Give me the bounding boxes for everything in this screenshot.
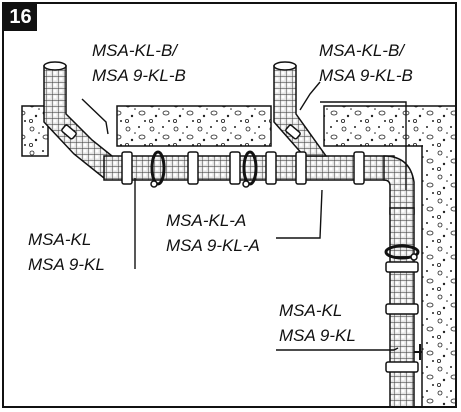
pipe-clamps [150, 150, 422, 360]
label-middle-line1: MSA-KL-A [166, 211, 247, 230]
label-left-line1: MSA-KL [28, 230, 92, 249]
label-top-right-line2: MSA 9-KL-B [319, 66, 413, 85]
leader-line [299, 81, 321, 111]
vertical-wall-right [421, 145, 455, 406]
label-top-left-line1: MSA-KL-B/ [92, 41, 178, 60]
clamp-ring [384, 244, 420, 260]
concrete-walls [21, 105, 455, 406]
label-bottom-line1: MSA-KL [279, 301, 343, 320]
clamp-ring [242, 150, 258, 186]
figure-number: 16 [4, 4, 37, 31]
collar [265, 151, 277, 185]
collar [385, 261, 419, 273]
collar [353, 151, 365, 185]
label-top-right-line1: MSA-KL-B/ [319, 41, 405, 60]
label-bottom-line2: MSA 9-KL [279, 326, 356, 345]
right-riser-top [273, 61, 297, 71]
label-left-line2: MSA 9-KL [28, 255, 105, 274]
left-riser-top [43, 61, 67, 71]
leader-line [276, 189, 323, 239]
collar [385, 303, 419, 315]
figure-frame: 16 MSA-KL-B/ MSA 9-KL-B MSA-KL-B/ MSA 9-… [2, 2, 457, 408]
pipe-installation-diagram [21, 61, 455, 406]
elbow-down-pipe [383, 155, 415, 215]
collar [285, 124, 301, 140]
collar [295, 151, 307, 185]
leader-line [81, 98, 109, 135]
ceiling-slab-left [116, 105, 272, 147]
leader-line [276, 347, 399, 351]
collars [61, 124, 419, 373]
label-middle-line2: MSA 9-KL-A [166, 236, 260, 255]
leader-lines [81, 81, 407, 351]
collar [385, 361, 419, 373]
collar [61, 124, 77, 140]
leader-line [320, 101, 407, 190]
horizontal-main-pipe [103, 155, 395, 181]
collar [121, 151, 133, 185]
label-top-left-line2: MSA 9-KL-B [92, 66, 186, 85]
collar [187, 151, 199, 185]
collar [229, 151, 241, 185]
clamp-ring [150, 150, 166, 186]
